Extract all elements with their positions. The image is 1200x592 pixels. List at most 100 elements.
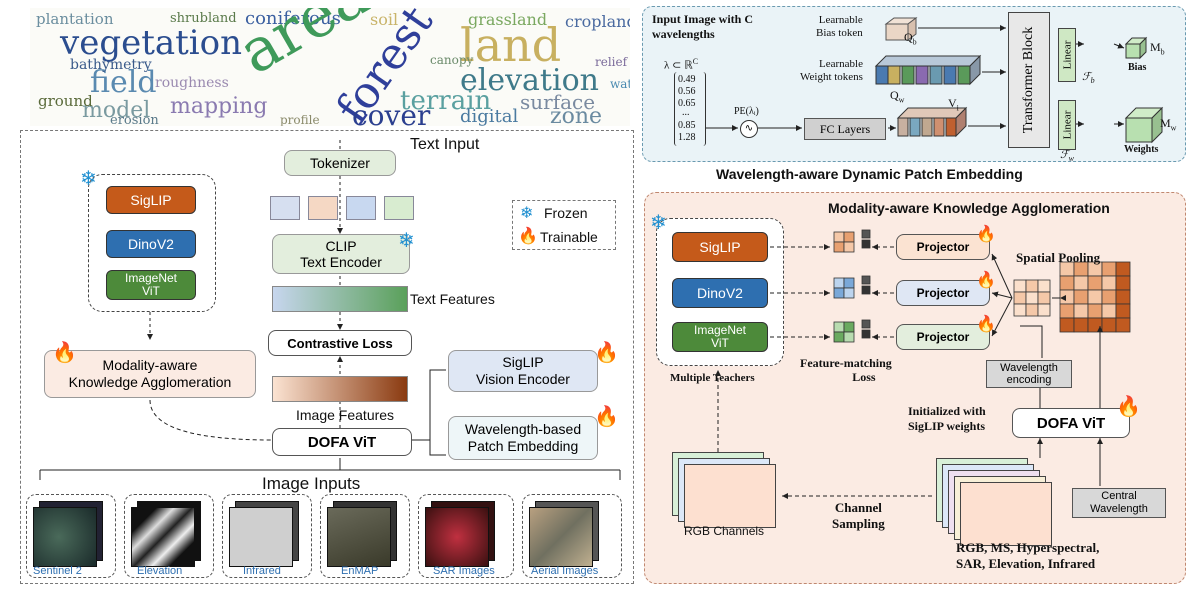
- wc-word: plantation: [36, 10, 114, 28]
- pooling-cell: [1073, 303, 1089, 319]
- central-wavelength-box: Central Wavelength: [1072, 488, 1166, 518]
- mb-text: M: [1150, 40, 1161, 54]
- pooling-cell: [1115, 289, 1131, 305]
- feature-matching-line2: Loss: [852, 370, 876, 384]
- wc-word: grassland: [468, 10, 548, 29]
- flame-icon: 🔥: [976, 226, 996, 243]
- fb-label: ℱb: [1082, 70, 1095, 85]
- feature-matching-label: Feature-matching Loss: [800, 356, 892, 384]
- teacher-imagenet-line1: ImageNet: [124, 271, 178, 285]
- pooling-cell: [1101, 261, 1117, 277]
- weight-token-line2: Weight tokens: [800, 71, 863, 83]
- snowflake-icon: ❄: [520, 205, 534, 222]
- channel-line2: Sampling: [832, 516, 885, 531]
- top-right-graphics: [706, 17, 1164, 144]
- input-aerial: Aerial Images: [522, 494, 622, 578]
- qb-sub: b: [912, 37, 917, 47]
- pooling-cell: [1101, 317, 1117, 333]
- linear-bias-label: Linear: [1061, 40, 1074, 70]
- image-features-bar: [272, 376, 408, 402]
- initialized-line2: SigLIP weights: [908, 419, 986, 433]
- rgb-channels-label: RGB Channels: [684, 524, 765, 538]
- modality-line2: Knowledge Agglomeration: [68, 374, 232, 390]
- vi-label: Vi: [948, 96, 959, 112]
- pooling-cell: [1087, 275, 1103, 291]
- pooling-cell: [1059, 275, 1075, 291]
- feature-matching-line1: Feature-matching: [800, 356, 892, 370]
- wc-word: water: [610, 77, 630, 91]
- wavelength-patch-embedding-box: Wavelength-based Patch Embedding: [448, 416, 598, 460]
- mb-label: Mb: [1150, 40, 1165, 56]
- mw-sub: w: [1170, 123, 1177, 133]
- modality-line1: Modality-aware: [102, 357, 198, 373]
- clip-line1: CLIP: [325, 238, 357, 254]
- wc-word: cover: [352, 99, 431, 127]
- modality-aware-title: Modality-aware Knowledge Agglomeration: [828, 200, 1110, 216]
- fw-sub: w: [1068, 154, 1074, 164]
- weight-token-line1: Learnable: [819, 58, 863, 70]
- vi-sub: i: [956, 103, 959, 113]
- dofa-vit-box: DOFA ViT: [272, 428, 412, 456]
- legend-trainable: Trainable: [540, 229, 598, 245]
- initialized-line1: Initialized with: [908, 404, 986, 418]
- wavelength-aware-title: Wavelength-aware Dynamic Patch Embedding: [716, 166, 1023, 182]
- lambda-value: ...: [682, 107, 690, 118]
- pooling-cell: [1073, 275, 1089, 291]
- image-features-label: Image Features: [296, 407, 395, 423]
- text-token: [270, 196, 300, 220]
- wc-word: coniferous: [245, 8, 341, 29]
- wc-word: model: [82, 98, 151, 123]
- teacher-dinov2: DinoV2: [672, 278, 768, 308]
- pooling-cell: [1059, 303, 1075, 319]
- mw-text: M: [1160, 116, 1171, 130]
- input-enmap: EnMAP: [320, 494, 410, 578]
- siglip-vision-line1: SigLIP: [502, 354, 544, 370]
- text-token: [384, 196, 414, 220]
- modality-layer: [960, 482, 1052, 546]
- flame-icon: 🔥: [52, 342, 77, 364]
- fc-layers-box: FC Layers: [804, 118, 886, 140]
- lambda-label: λ ⊂ ℝC: [664, 57, 698, 72]
- input-sentinel2: Sentinel 2: [26, 494, 116, 578]
- wc-word: cropland: [565, 12, 630, 31]
- wavelength-encoding-line2: encoding: [1006, 374, 1052, 386]
- bias-label: Bias: [1128, 62, 1147, 73]
- input-label: EnMAP: [341, 565, 379, 577]
- input-image-label: Input Image with C wavelengths: [652, 12, 753, 42]
- wc-word: surface: [520, 90, 596, 114]
- modalities-line1: RGB, MS, Hyperspectral,: [956, 540, 1100, 555]
- legend: [512, 200, 616, 250]
- pooling-cell: [1115, 261, 1131, 277]
- wc-word: roughness: [155, 75, 229, 91]
- wc-word: elevation: [460, 63, 599, 98]
- left-connectors: [39, 140, 621, 480]
- wc-word: profile: [280, 113, 320, 126]
- text-features-bar: [272, 286, 408, 312]
- flame-icon: 🔥: [518, 228, 538, 245]
- linear-bias: Linear: [1058, 28, 1076, 82]
- siglip-vision-encoder-box: SigLIP Vision Encoder: [448, 350, 598, 392]
- flame-icon: 🔥: [976, 272, 996, 289]
- vi-text: V: [948, 96, 957, 110]
- transformer-label: Transformer Block: [1021, 26, 1037, 134]
- qw-label: Qw: [890, 88, 904, 104]
- input-line1: Input Image with: [652, 12, 742, 26]
- teachers-group: [88, 174, 216, 312]
- input-line2: wavelengths: [652, 27, 715, 41]
- initialized-label: Initialized with SigLIP weights: [908, 404, 986, 434]
- lambda-sup: C: [692, 57, 699, 66]
- wc-word: ground: [38, 92, 93, 110]
- mb-sub: b: [1160, 47, 1165, 57]
- bias-token-label: Learnable Bias token: [816, 14, 863, 40]
- pooling-cell: [1073, 289, 1089, 305]
- left-panel: [20, 130, 634, 584]
- rgb-layer: [684, 464, 776, 528]
- fb-text: ℱ: [1082, 71, 1091, 83]
- central-line2: Wavelength: [1090, 503, 1148, 515]
- lambda-value: 1.28: [678, 132, 696, 143]
- input-label: Sentinel 2: [33, 565, 82, 577]
- wc-word: field: [90, 65, 157, 100]
- legend-frozen: Frozen: [544, 205, 588, 221]
- pooling-cell: [1087, 289, 1103, 305]
- lambda-vector: [674, 72, 706, 146]
